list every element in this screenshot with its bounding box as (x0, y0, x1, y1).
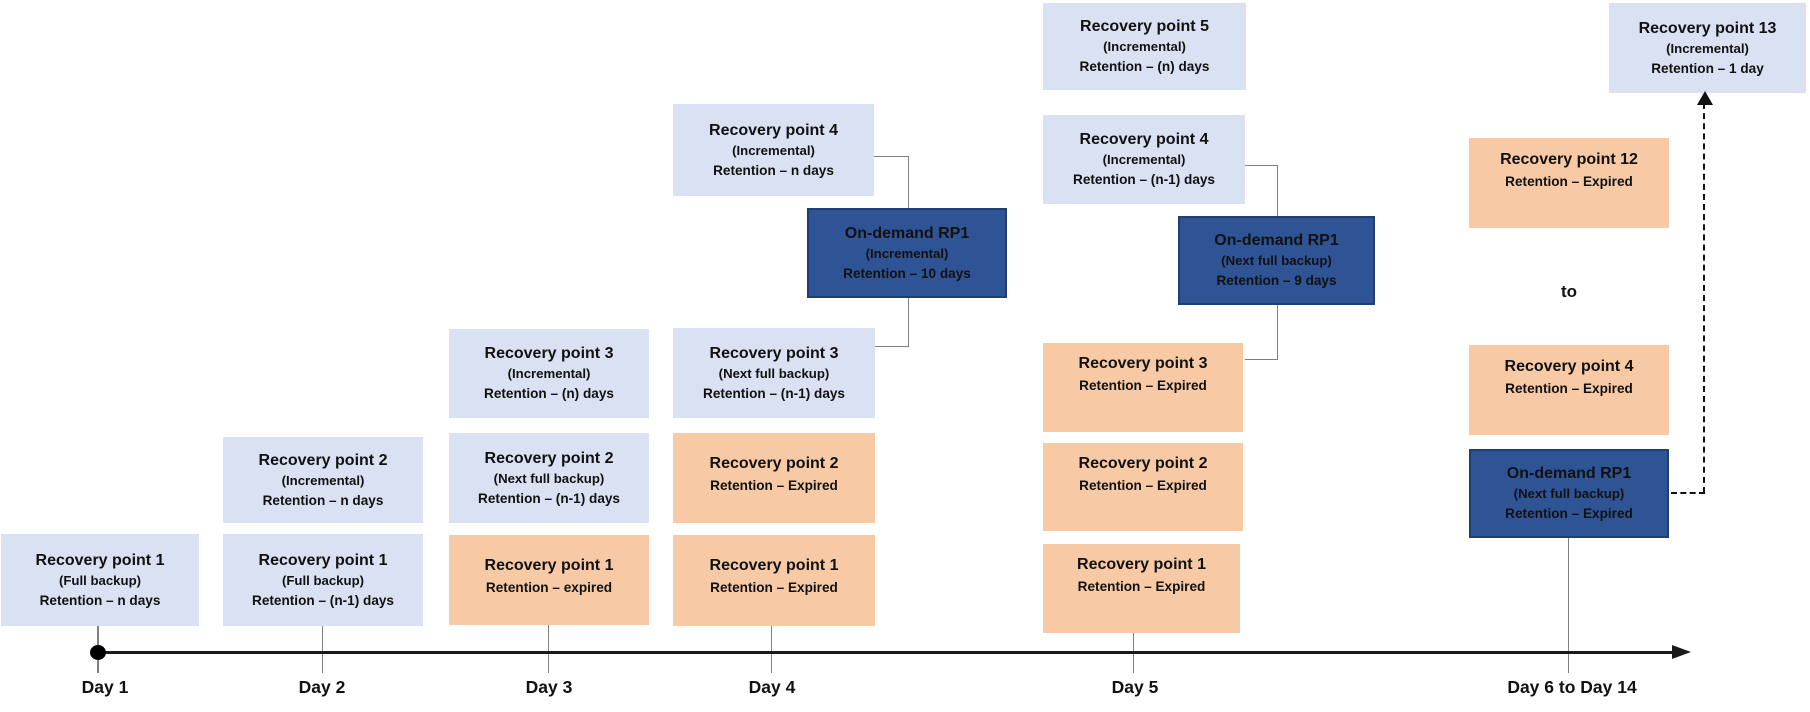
box-day5-recovery-point-3-expired: Recovery point 3 Retention – Expired (1043, 343, 1243, 432)
box-day4-recovery-point-2-expired: Recovery point 2 Retention – Expired (673, 433, 875, 523)
box-day4-recovery-point-1-expired: Recovery point 1 Retention – Expired (673, 535, 875, 626)
timeline-arrow-icon (1672, 645, 1691, 659)
box-day6-recovery-point-4-expired: Recovery point 4 Retention – Expired (1469, 345, 1669, 435)
tick-day3 (548, 624, 550, 673)
day-label-6-to-14: Day 6 to Day 14 (1507, 677, 1637, 697)
box-day3-recovery-point-2: Recovery point 2 (Next full backup) Rete… (449, 433, 649, 523)
box-day3-recovery-point-3: Recovery point 3 (Incremental) Retention… (449, 329, 649, 418)
box-day3-recovery-point-1-expired: Recovery point 1 Retention – expired (449, 535, 649, 625)
day-label-2: Day 2 (298, 677, 346, 697)
box-day2-recovery-point-1: Recovery point 1 (Full backup) Retention… (223, 534, 423, 626)
day-label-1: Day 1 (81, 677, 129, 697)
box-day6-recovery-point-13: Recovery point 13 (Incremental) Retentio… (1609, 3, 1806, 93)
connector-day5-bottom (1245, 359, 1277, 361)
day-label-5: Day 5 (1111, 677, 1159, 697)
day-label-4: Day 4 (748, 677, 796, 697)
box-day6-on-demand-rp1: On-demand RP1 (Next full backup) Retenti… (1469, 449, 1669, 538)
tick-day4 (771, 626, 773, 673)
timeline-axis (92, 651, 1676, 654)
box-day2-recovery-point-2: Recovery point 2 (Incremental) Retention… (223, 437, 423, 523)
box-day4-on-demand-rp1: On-demand RP1 (Incremental) Retention – … (807, 208, 1007, 298)
box-day5-recovery-point-2-expired: Recovery point 2 Retention – Expired (1043, 443, 1243, 531)
tick-day2 (322, 626, 324, 673)
box-day1-recovery-point-1: Recovery point 1 (Full backup) Retention… (1, 534, 199, 626)
day-label-3: Day 3 (525, 677, 573, 697)
timeline-start-dot (90, 645, 106, 660)
box-day4-recovery-point-4: Recovery point 4 (Incremental) Retention… (673, 104, 874, 196)
box-day6-recovery-point-12-expired: Recovery point 12 Retention – Expired (1469, 138, 1669, 228)
tick-day6 (1568, 538, 1570, 673)
connector-day4-bottom (874, 346, 909, 348)
connector-day4-top (873, 156, 909, 158)
box-day5-recovery-point-5: Recovery point 5 (Incremental) Retention… (1043, 3, 1246, 90)
box-day5-on-demand-rp1: On-demand RP1 (Next full backup) Retenti… (1178, 216, 1375, 305)
dashed-connector-horizontal (1671, 491, 1705, 494)
to-label: to (1560, 282, 1578, 301)
box-day4-recovery-point-3: Recovery point 3 (Next full backup) Rete… (673, 328, 875, 418)
connector-day5-top (1244, 165, 1278, 167)
dashed-arrow-up-icon (1696, 91, 1713, 105)
box-day5-recovery-point-1-expired: Recovery point 1 Retention – Expired (1043, 544, 1240, 633)
box-day5-recovery-point-4: Recovery point 4 (Incremental) Retention… (1043, 115, 1245, 204)
dashed-connector-vertical (1703, 103, 1705, 493)
